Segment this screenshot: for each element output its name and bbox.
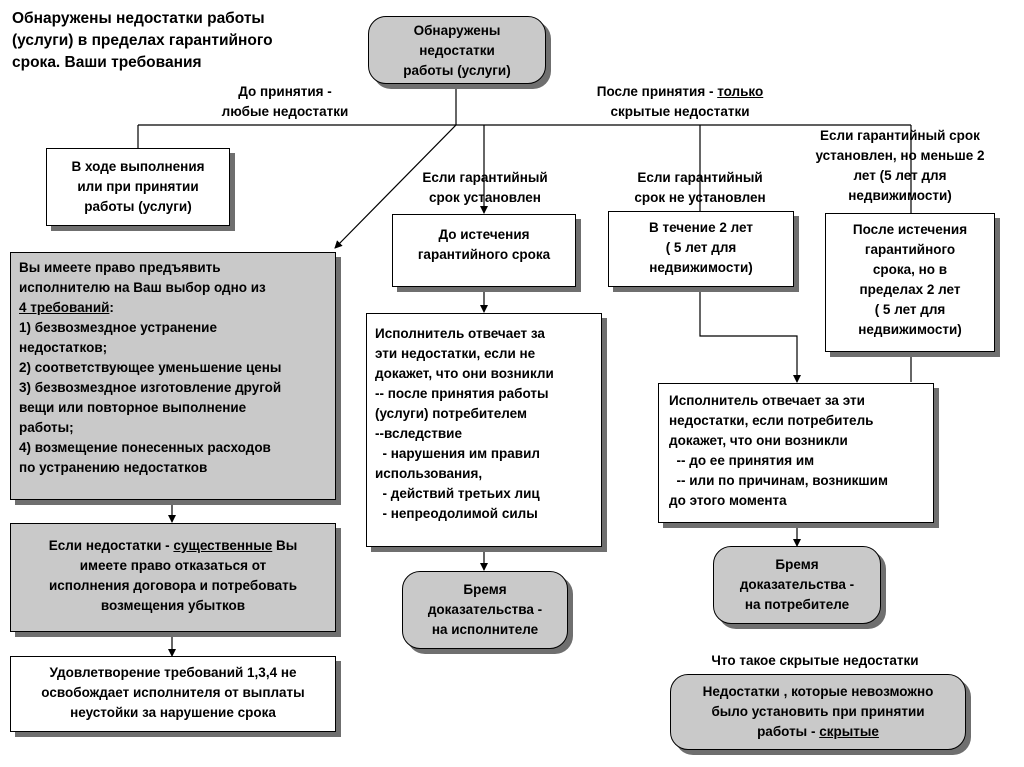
burden-on-consumer: Бремя доказательства - на потребителе [713,546,881,624]
connector-arrow [334,124,457,249]
box-within-two-years: В течение 2 лет ( 5 лет для недвижимости… [608,211,794,287]
label-after-acceptance: После принятия - только скрытые недостат… [596,84,764,119]
page-title: Обнаружены недостатки работы (услуги) в … [12,10,273,71]
burden-on-contractor: Бремя доказательства - на исполнителе [402,571,568,649]
label-warranty-set: Если гарантийный срок установлен [422,170,548,205]
connector [699,287,801,383]
hidden-defects-title: Что такое скрытые недостатки [711,653,919,668]
box-consumer-proves: Исполнитель отвечает за эти недостатки, … [658,383,934,523]
box-consumer-rights: Вы имеете право предъявить исполнителю н… [10,252,336,500]
box-before-warranty-expiry: До истечения гарантийного срока [392,214,576,287]
label-warranty-not-set: Если гарантийный срок не установлен [634,170,766,205]
box-penalty-note: Удовлетворение требований 1,3,4 не освоб… [10,656,336,732]
box-contractor-liable: Исполнитель отвечает за эти недостатки, … [366,313,602,547]
root-node: Обнаружены недостатки работы (услуги) [368,16,546,84]
box-after-warranty-expiry: После истечения гарантийного срока, но в… [825,213,995,352]
box-essential-defects: Если недостатки - существенные Вы имеете… [10,523,336,632]
label-before-acceptance: До принятия - любые недостатки [221,84,349,119]
box-during-execution: В ходе выполнения или при принятии работ… [46,148,230,226]
label-warranty-short: Если гарантийный срок установлен, но мен… [815,128,985,203]
hidden-defects-definition: Недостатки , которые невозможно было уст… [670,674,966,750]
